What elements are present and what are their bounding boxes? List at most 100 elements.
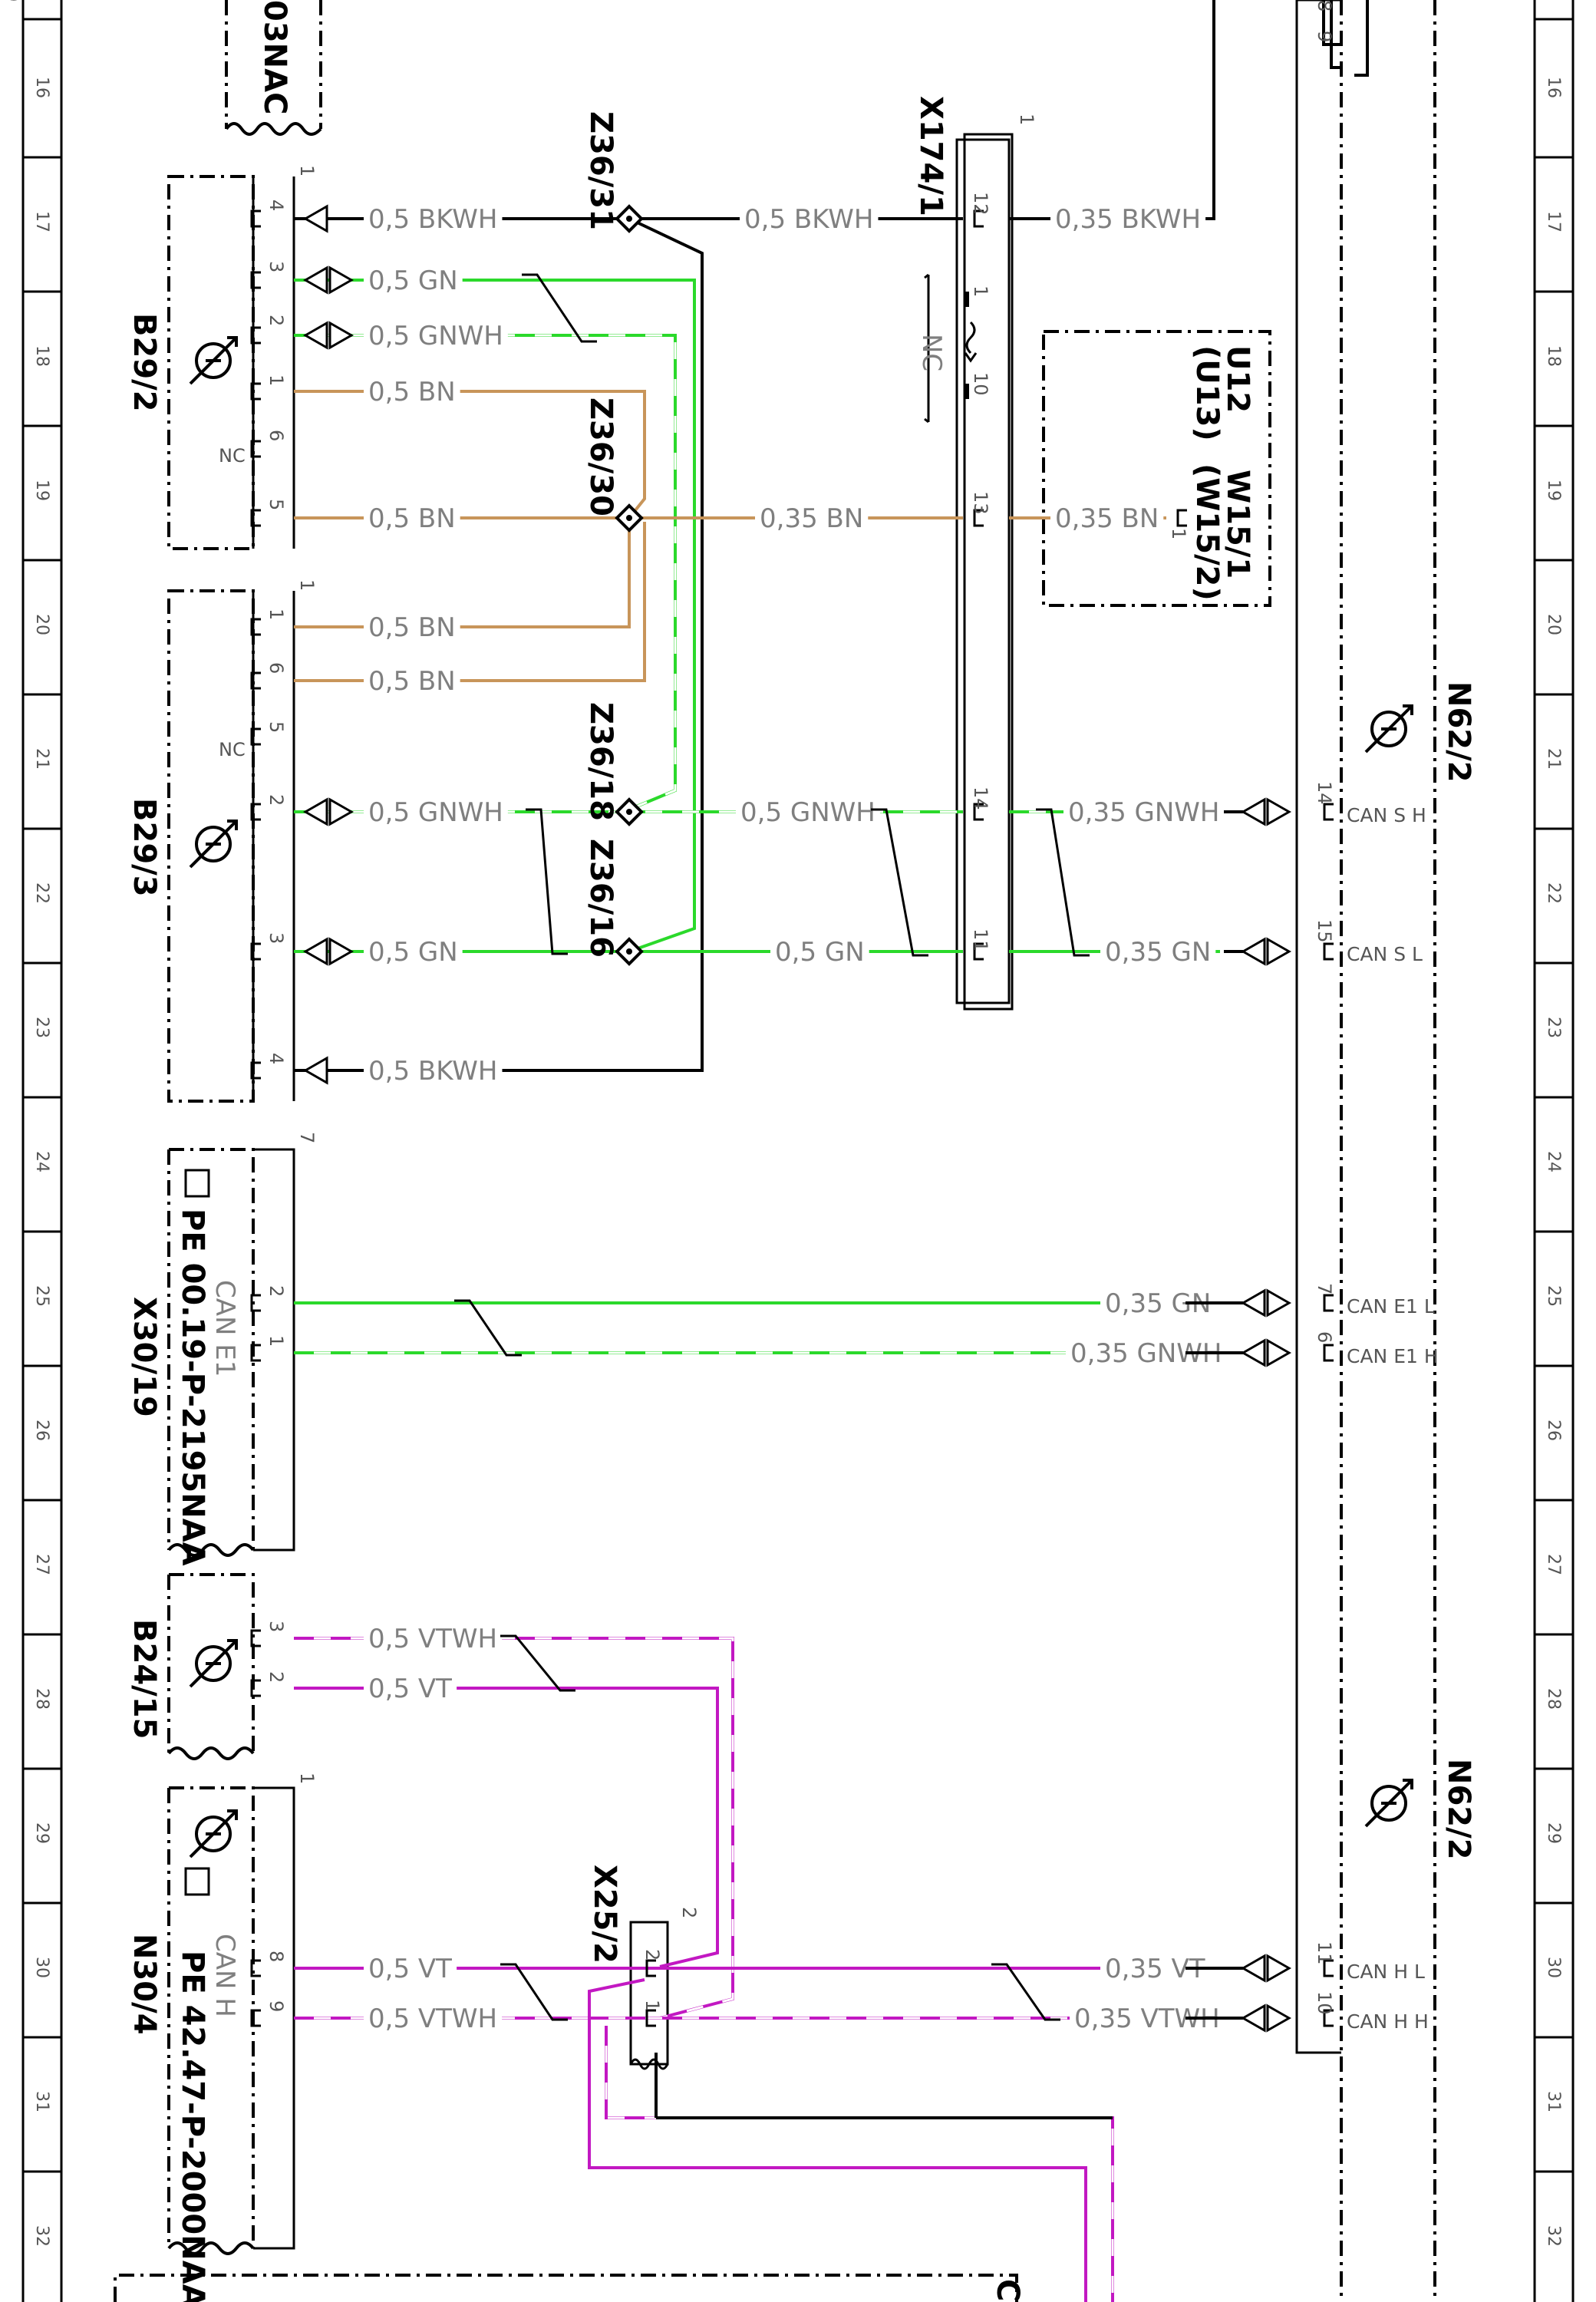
wire-vt-b24-15 bbox=[294, 1687, 719, 1968]
pin-n622_7: 7 bbox=[1314, 1283, 1335, 1294]
arrow-b29-3-pin2-left bbox=[302, 797, 328, 826]
label-w15-2: (W15/2) bbox=[1189, 463, 1225, 601]
wire-label-w3: 0,35 BKWH bbox=[1055, 204, 1201, 235]
row-label-right: 31 bbox=[1544, 2091, 1563, 2112]
pin-b2415-3: 3 bbox=[265, 1621, 287, 1632]
component-labels: B29/2 B29/3 X30/19 PE 00.19-P-2195NAA CA… bbox=[127, 96, 1476, 2302]
row-label-left: 25 bbox=[32, 1285, 51, 1307]
wire-label-w12: 0,5 GNWH bbox=[368, 797, 503, 828]
row-label-left: 20 bbox=[32, 614, 51, 635]
pin-x174_11: 11 bbox=[970, 928, 991, 952]
wire-label-w5: 0,5 GNWH bbox=[368, 321, 503, 351]
wire-label-w15-bg bbox=[364, 935, 463, 968]
twist-x174-right bbox=[1036, 808, 1090, 957]
pin-top-9: 9 bbox=[1314, 31, 1335, 42]
sensor-n62-2-upper-circle bbox=[1370, 711, 1407, 747]
label-b29-2: B29/2 bbox=[127, 313, 162, 412]
wire-label-w11-bg bbox=[364, 664, 460, 698]
terminal-x174-1 bbox=[973, 942, 984, 961]
sensor-b24-15-arrow bbox=[189, 1639, 238, 1688]
wire-bn-b29-3-pin1 bbox=[294, 518, 631, 628]
arrow-b29-3-pin3-left bbox=[302, 937, 328, 966]
wire-label-w22: 0,5 VT bbox=[368, 1674, 452, 1704]
arrow-n62-2-left bbox=[1240, 2004, 1266, 2033]
twist-b24-15 bbox=[500, 1634, 575, 1692]
pin-x174_13: 13 bbox=[970, 491, 991, 515]
bottom-box bbox=[114, 2274, 1018, 2302]
row-label-right: 28 bbox=[1544, 1688, 1563, 1710]
row-label-right: 26 bbox=[1544, 1420, 1563, 1441]
splice-z36-18-dot bbox=[626, 809, 632, 815]
label-n62-2-upper: N62/2 bbox=[1441, 681, 1476, 783]
twist-b29-2 bbox=[522, 273, 597, 343]
terminal-b24-15 bbox=[250, 1629, 261, 1647]
arrow-n62-2-right bbox=[1266, 2004, 1292, 2033]
wire-label-w13: 0,5 GNWH bbox=[740, 797, 875, 828]
wire-label-w7: 0,5 BN bbox=[368, 503, 456, 534]
terminal-n62-2 bbox=[1323, 942, 1334, 961]
row-label-left: 28 bbox=[32, 1688, 51, 1710]
twist-n30-4-left bbox=[500, 1963, 568, 2021]
arrow-n62-2-right bbox=[1266, 1338, 1292, 1367]
pin-x174_1: 1 bbox=[970, 285, 991, 297]
row-label-left: 23 bbox=[32, 1017, 51, 1038]
wire-label-w14: 0,35 GNWH bbox=[1068, 797, 1219, 828]
row-label-left: 29 bbox=[32, 1822, 51, 1844]
ref-03nac-label: 03NAC bbox=[257, 0, 292, 114]
row-label-right: 22 bbox=[1544, 882, 1563, 904]
terminal-n62-2 bbox=[1323, 1294, 1334, 1312]
wire-label-w12-bg bbox=[364, 795, 508, 829]
terminal-b29-2 bbox=[250, 271, 261, 289]
doc-ref-icon-x30-19 bbox=[184, 1169, 210, 1198]
wire-label-w4: 0,5 GN bbox=[368, 265, 458, 296]
wire-shield-ground bbox=[655, 2053, 1113, 2119]
signal-can-s-l: CAN S L bbox=[1347, 943, 1423, 965]
row-label-right: 29 bbox=[1544, 1822, 1563, 1844]
label-u13: (U13) bbox=[1189, 345, 1225, 441]
wire-label-w3-bg bbox=[1050, 202, 1206, 236]
wire-label-w18: 0,5 BKWH bbox=[368, 1056, 497, 1087]
wire-label-w18-bg bbox=[364, 1054, 503, 1087]
connector-housings bbox=[252, 0, 1341, 2250]
top-wire-bkwh bbox=[1113, 0, 1215, 220]
wire-bn-b29-3-pin6 bbox=[294, 522, 646, 682]
row-label-left: 18 bbox=[32, 345, 51, 367]
bottom-label-c1: C bbox=[990, 2279, 1025, 2301]
label-x25-2: X25/2 bbox=[587, 1865, 622, 1964]
terminal-n62-2 bbox=[1323, 1344, 1334, 1362]
row-label-left: 16 bbox=[32, 77, 51, 98]
wire-label-w17-bg bbox=[1100, 935, 1216, 968]
row-label-right: 23 bbox=[1544, 1017, 1563, 1038]
terminal-b29-2 bbox=[250, 509, 261, 527]
terminal-n62-2 bbox=[1323, 803, 1334, 821]
bottom-labels: C C bbox=[0, 0, 1025, 2301]
pin-x174_12: 12 bbox=[970, 192, 991, 216]
b24-15-box bbox=[167, 1573, 255, 1753]
arrow-b29-3-pin2-right bbox=[328, 797, 354, 826]
x25-2-break bbox=[629, 2058, 669, 2070]
pin-b292_4: 4 bbox=[265, 200, 287, 211]
pin-n622_14: 14 bbox=[1314, 781, 1335, 805]
signal-can-s-h: CAN S H bbox=[1347, 804, 1426, 826]
pin-b292_6: 6 bbox=[265, 430, 287, 441]
wire-label-w4-bg bbox=[364, 263, 463, 297]
pin-top-8: 8 bbox=[1314, 0, 1335, 12]
label-z36-31: Z36/31 bbox=[583, 111, 618, 230]
arrow-b29-2-pin2-left bbox=[302, 321, 328, 350]
terminal-x174-1 bbox=[973, 509, 984, 527]
row-label-right: 19 bbox=[1544, 480, 1563, 501]
sensor-b29-2-circle bbox=[195, 342, 232, 379]
sensor-b24-15-circle bbox=[195, 1645, 232, 1682]
sensor-n62-2-lower-circle bbox=[1370, 1785, 1407, 1822]
terminal-x174-1 bbox=[973, 209, 984, 228]
sensor-b29-3-arrow bbox=[189, 820, 238, 869]
terminal-b29-3 bbox=[250, 803, 261, 821]
twist-x174-left bbox=[871, 808, 928, 957]
row-label-right: 17 bbox=[1544, 211, 1563, 233]
wire-label-w17: 0,35 GN bbox=[1105, 937, 1211, 968]
sensor-symbols bbox=[189, 336, 1413, 1858]
row-label-right: 27 bbox=[1544, 1554, 1563, 1575]
pin-w151-1: 1 bbox=[1168, 528, 1189, 539]
pin-b292_5: 5 bbox=[265, 499, 287, 510]
